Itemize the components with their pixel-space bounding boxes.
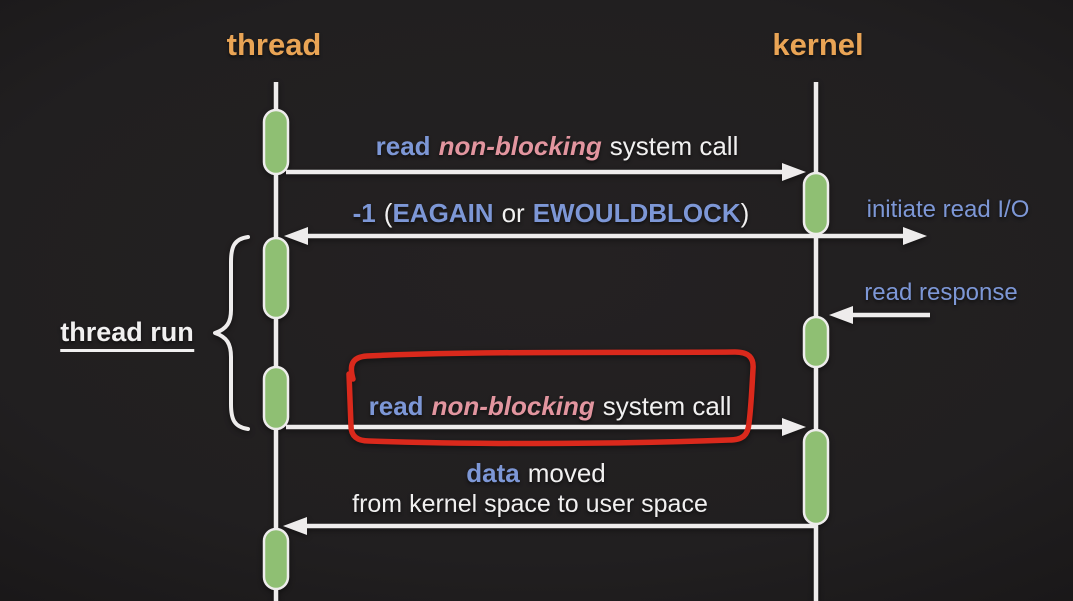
- label-initiate-read-io: initiate read I/O: [866, 196, 1030, 223]
- arrowhead-read-response: [829, 306, 853, 324]
- syscall-2-qualifier: non-blocking: [431, 391, 595, 421]
- arrowhead-syscall-1: [782, 163, 806, 181]
- return-conjunction: or: [501, 198, 525, 228]
- label-syscall-1: read non-blocking system call: [376, 131, 739, 162]
- syscall-1-verb: read: [375, 131, 431, 161]
- return-err2-group: EWOULDBLOCK): [533, 198, 750, 229]
- actor-label-kernel: kernel: [772, 27, 864, 62]
- kernel-activation-1: [802, 171, 830, 236]
- kernel-activation-2: [802, 315, 830, 369]
- data-moved-emphasis: data: [466, 458, 520, 488]
- label-syscall-2: read non-blocking system call: [369, 391, 732, 422]
- return-err1: EAGAIN: [392, 198, 494, 228]
- return-err2: EWOULDBLOCK: [532, 198, 741, 228]
- thread-activation-2: [262, 236, 290, 320]
- syscall-2-verb: read: [368, 391, 424, 421]
- paren-close: ): [740, 198, 750, 228]
- arrowhead-initiate-right: [903, 227, 927, 245]
- arrowhead-return-left: [284, 227, 308, 245]
- label-thread-run: thread run: [60, 317, 194, 352]
- thread-activation-3: [262, 365, 290, 431]
- paren-open: (: [383, 198, 393, 228]
- label-read-response: read response: [864, 279, 1018, 306]
- kernel-activation-3: [802, 428, 830, 526]
- thread-activation-1: [262, 108, 290, 176]
- red-annotation-circle: [346, 349, 756, 447]
- arrowhead-data-moved: [283, 517, 307, 535]
- syscall-1-rest: system call: [609, 131, 739, 161]
- label-data-moved: data moved: [466, 458, 606, 489]
- return-err1-group: (EAGAIN: [384, 198, 494, 229]
- thread-run-brace: [213, 235, 250, 431]
- data-moved-rest: moved: [527, 458, 606, 488]
- arrowhead-syscall-2: [782, 418, 806, 436]
- label-data-moved-line2: from kernel space to user space: [352, 490, 708, 518]
- return-value: -1: [352, 198, 376, 228]
- label-return-value: -1 (EAGAIN or EWOULDBLOCK): [353, 198, 750, 229]
- syscall-1-qualifier: non-blocking: [438, 131, 602, 161]
- thread-activation-4: [262, 527, 290, 591]
- actor-label-thread: thread: [226, 27, 322, 62]
- syscall-2-rest: system call: [602, 391, 732, 421]
